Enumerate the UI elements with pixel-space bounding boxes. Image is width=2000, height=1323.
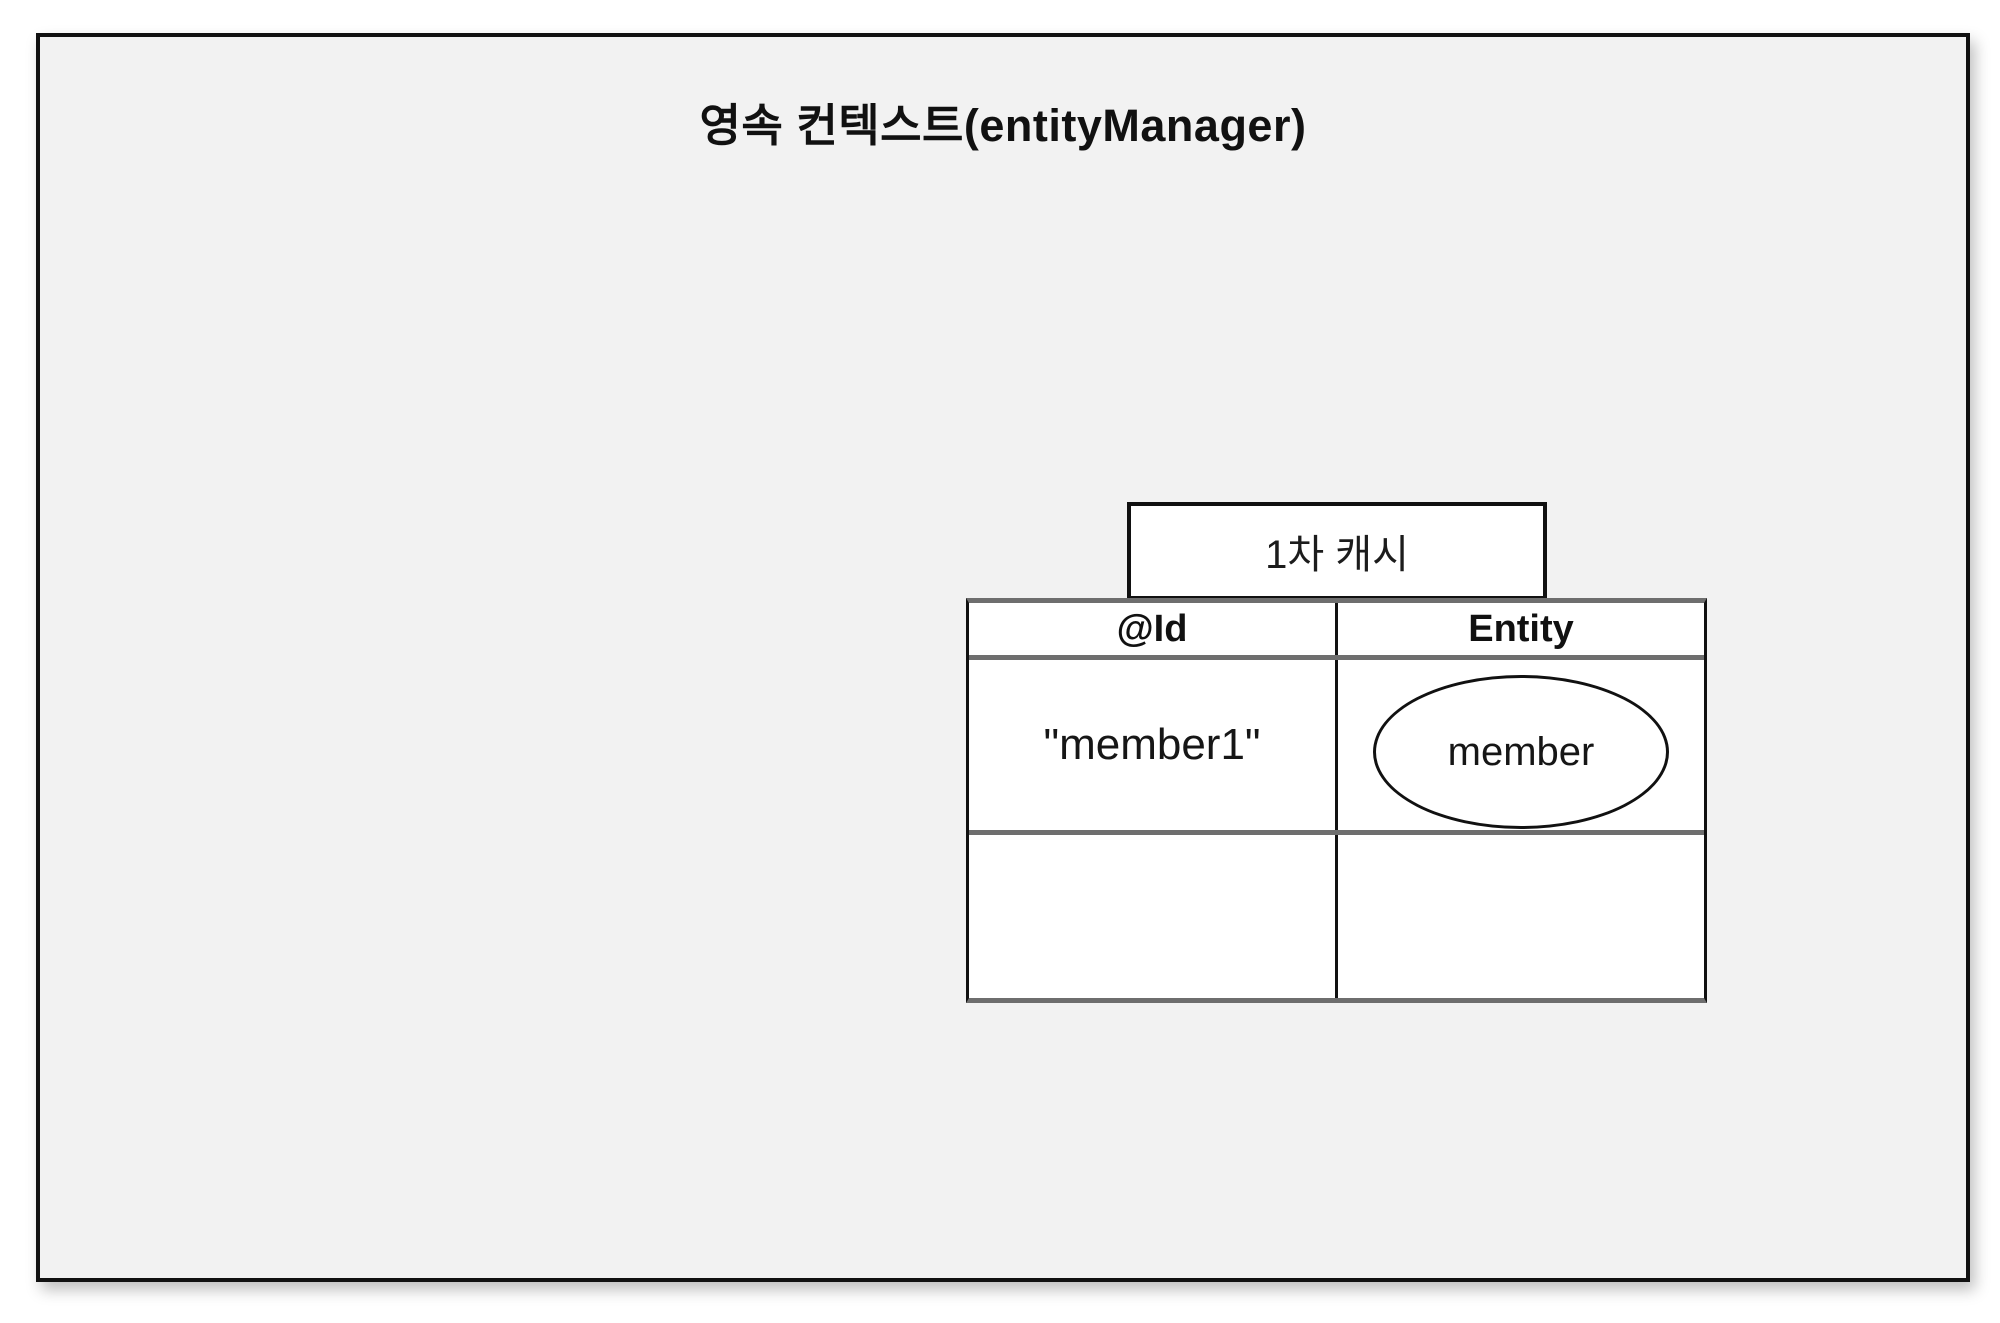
diagram-title: 영속 컨텍스트(entityManager): [699, 100, 1307, 151]
first-level-cache-label: 1차 캐시: [1265, 533, 1409, 577]
cell-entity-empty: [1338, 835, 1704, 998]
cell-id: "member1": [969, 660, 1338, 830]
column-header-entity: Entity: [1468, 607, 1574, 650]
first-level-cache-label-box: 1차 캐시: [1127, 502, 1547, 600]
column-header-id: @Id: [969, 603, 1338, 655]
persistence-context-box: 영속 컨텍스트(entityManager) 1차 캐시 @Id Entity …: [36, 33, 1970, 1282]
table-row: [969, 835, 1704, 998]
cell-entity: member: [1338, 660, 1704, 830]
entity-ellipse-label: member: [1447, 729, 1595, 774]
cell-id-empty: [969, 835, 1338, 998]
first-level-cache-table: @Id Entity "member1" member: [966, 598, 1707, 1003]
id-value: "member1": [1043, 720, 1261, 769]
table-header-row: @Id Entity: [969, 603, 1704, 660]
entity-ellipse: member: [1373, 675, 1669, 829]
table-row: "member1" member: [969, 660, 1704, 835]
